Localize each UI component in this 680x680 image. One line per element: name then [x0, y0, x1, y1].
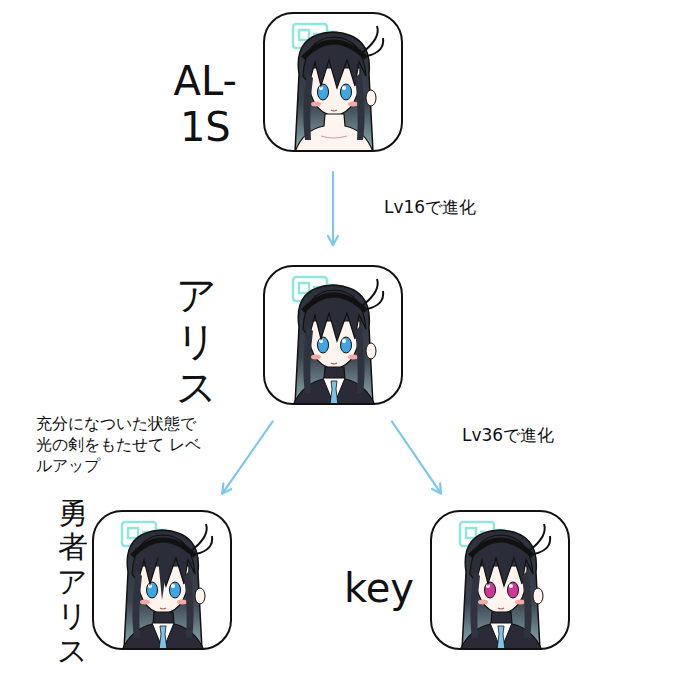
stage-name: key — [344, 565, 414, 611]
evolution-condition: Lv16で進化 — [384, 196, 544, 218]
evolution-arrow — [392, 422, 441, 494]
icon-box: 勇者 アリス — [92, 510, 232, 650]
evolution-condition: Lv36で進化 — [462, 424, 622, 446]
evolution-condition: 充分になついた状態で 光の剣をもたせて レベルアップ — [36, 414, 202, 476]
stage-name: AL-1S — [174, 58, 237, 150]
icon-box: key — [430, 510, 570, 650]
portrait — [263, 12, 403, 152]
portrait — [430, 510, 570, 650]
portrait — [92, 510, 232, 650]
portrait — [263, 265, 403, 405]
icon-box: AL-1S — [263, 12, 403, 152]
icon-box: アリス — [263, 265, 403, 405]
evolution-arrow — [332, 172, 334, 245]
evolution-arrow — [222, 421, 272, 493]
stage-name: 勇者 アリス — [57, 496, 88, 669]
stage-name: アリス — [176, 272, 217, 410]
